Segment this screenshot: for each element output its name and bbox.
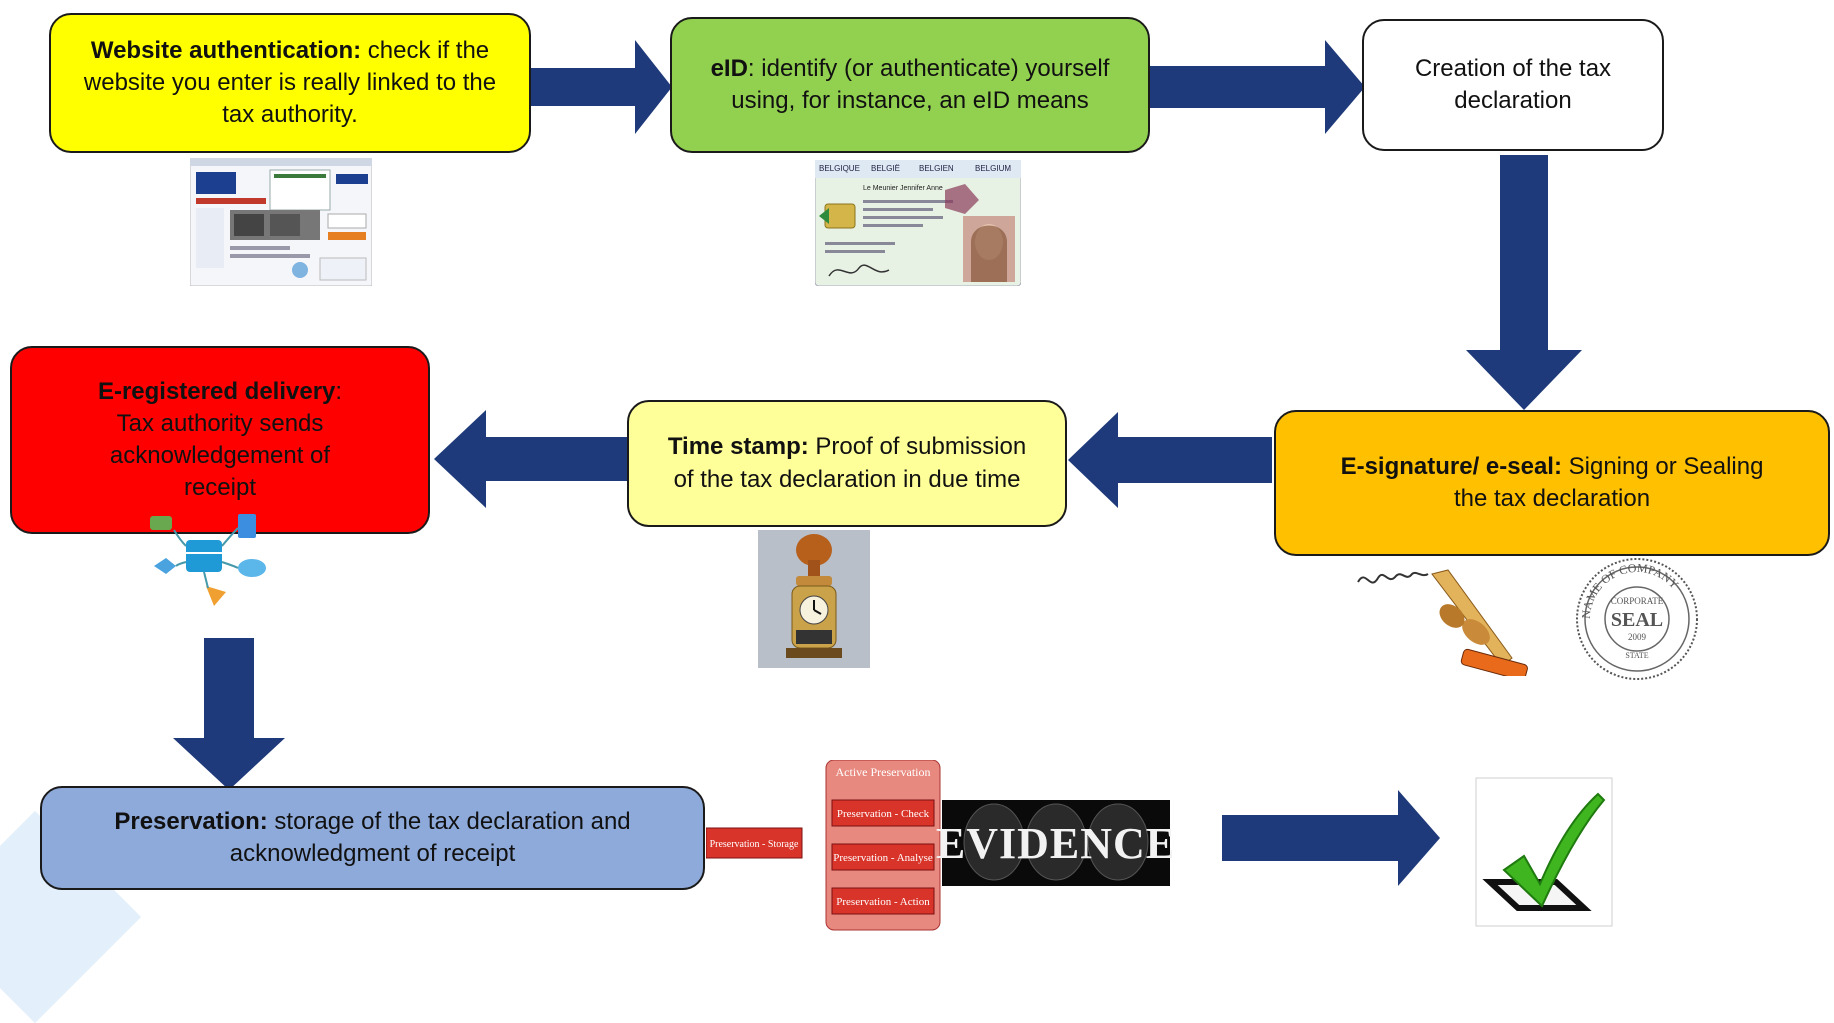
box-text: Creation of the tax declaration <box>1414 54 1612 114</box>
time-stamp-image <box>758 530 870 668</box>
box-title: eID <box>710 54 748 82</box>
preservation-check-label: Preservation - Check <box>837 808 930 820</box>
arrow-creation-to-esignature <box>1466 155 1582 410</box>
esignature-box: E-signature/ e-seal: Signing or Sealing … <box>1274 410 1830 556</box>
preservation-analyse-box <box>831 843 935 871</box>
box-title: E-registered delivery <box>97 377 336 405</box>
arrow-eid-to-creation <box>1148 40 1365 134</box>
arrow-website-to-eid <box>530 40 672 134</box>
flow-arrows <box>173 40 1582 886</box>
eid-card-image: BELGIQUE BELGIË BELGIEN BELGIUM Le Meuni… <box>815 160 1021 286</box>
preservation-storage-box <box>706 827 803 859</box>
company-seal-image: NAME OF COMPANY CORPORATE SEAL 2009 STAT… <box>1576 558 1698 680</box>
creation-box: Creation of the tax declaration <box>1362 19 1664 151</box>
box-text: Proof of submission of the tax declarati… <box>673 433 1027 493</box>
seal-corporate-text: CORPORATE <box>1611 596 1664 606</box>
box-text: storage of the tax declaration and ackno… <box>229 807 631 867</box>
website-authentication-box: Website authentication: check if the web… <box>49 13 531 153</box>
arrow-preservation-to-done <box>1222 790 1440 886</box>
network-icon <box>150 514 266 606</box>
preservation-analyse-label: Preservation - Analyse <box>833 852 933 864</box>
eid-country-3: BELGIEN <box>919 164 954 173</box>
preservation-action-label: Preservation - Action <box>836 896 930 908</box>
box-title: Time stamp: <box>667 433 809 461</box>
active-preservation-title: Active Preservation <box>836 765 931 779</box>
box-title: Website authentication: <box>90 36 362 64</box>
preservation-diagram: Preservation - Storage Active Preservati… <box>706 760 1172 931</box>
box-text: : identify (or authenticate) yourself us… <box>731 54 1110 114</box>
preservation-action-box <box>831 887 935 915</box>
arrow-eregistered-to-preservation <box>173 638 285 790</box>
box-text: Signing or Sealing the tax declaration <box>1453 452 1764 512</box>
eid-holder-name: Le Meunier Jennifer Anne <box>863 185 943 192</box>
signature-pen-image <box>1357 569 1528 676</box>
eregistered-box: E-registered delivery: Tax authority sen… <box>10 346 430 534</box>
eid-country-2: BELGIË <box>871 164 900 173</box>
arrow-esignature-to-timestamp <box>1068 412 1272 508</box>
seal-word: SEAL <box>1611 609 1663 631</box>
evidence-label: EVIDENCE <box>936 819 1172 868</box>
seal-state: STATE <box>1625 651 1648 660</box>
timestamp-box: Time stamp: Proof of submission of the t… <box>627 400 1067 527</box>
checkmark-icon <box>1475 777 1613 927</box>
eid-box: eID: identify (or authenticate) yourself… <box>670 17 1150 153</box>
eid-country-1: BELGIQUE <box>819 164 860 173</box>
seal-year: 2009 <box>1628 632 1647 642</box>
arrow-timestamp-to-eregistered <box>434 410 628 508</box>
preservation-check-box <box>831 799 935 827</box>
preservation-storage-label: Preservation - Storage <box>710 839 799 850</box>
box-text: check if the website you enter is really… <box>83 36 497 129</box>
website-screenshot-image <box>190 158 372 286</box>
eid-country-4: BELGIUM <box>975 164 1011 173</box>
box-title: Preservation: <box>114 807 268 835</box>
box-text: : Tax authority sends acknowledgement of… <box>109 377 343 502</box>
box-title: E-signature/ e-seal: <box>1340 452 1562 480</box>
preservation-box: Preservation: storage of the tax declara… <box>40 786 705 890</box>
